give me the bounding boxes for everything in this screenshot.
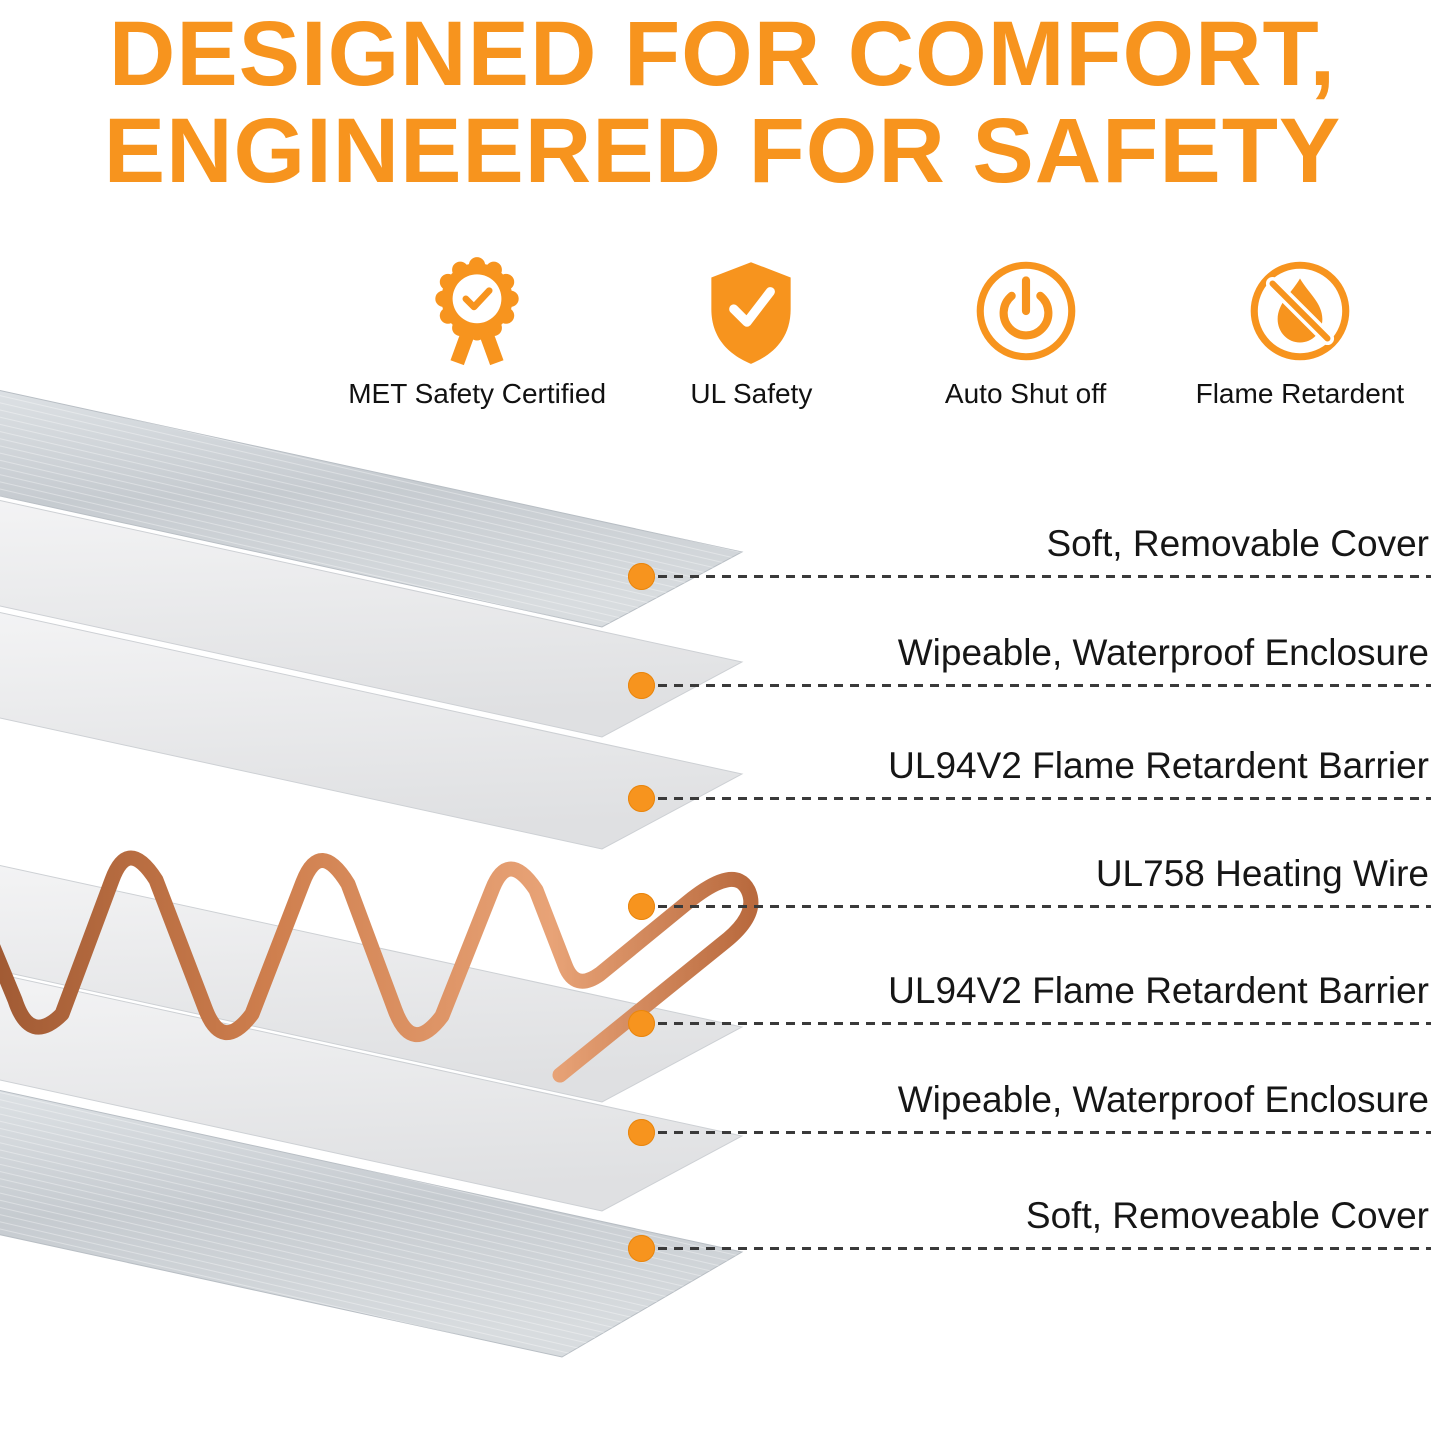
feature-auto-shutoff: Auto Shut off <box>889 250 1163 410</box>
callout-layer-5: UL94V2 Flame Retardent Barrier <box>628 963 1431 1037</box>
layer-sheet-enclosure-bottom <box>0 973 744 1212</box>
feature-label: Flame Retardent <box>1195 378 1405 409</box>
feature-label: MET Safety Certified <box>348 378 607 409</box>
callout-layer-1: Soft, Removable Cover <box>628 516 1431 590</box>
page-title: DESIGNED FOR COMFORT, ENGINEERED FOR SAF… <box>0 6 1445 199</box>
power-button-icon <box>976 261 1075 361</box>
layer-sheet-bottom-cover <box>0 1089 744 1358</box>
callout-layer-2: Wipeable, Waterproof Enclosure <box>628 625 1431 699</box>
layer-sheet-barrier-bottom <box>0 864 744 1103</box>
leader-line <box>642 797 1431 800</box>
headline-line-2: ENGINEERED FOR SAFETY <box>103 99 1342 202</box>
leader-dot <box>628 1119 655 1146</box>
feature-met-certified: MET Safety Certified <box>340 250 614 410</box>
safety-features-row: MET Safety Certified UL Safety Auto Shut… <box>340 250 1437 410</box>
layer-label: UL94V2 Flame Retardent Barrier <box>888 970 1429 1011</box>
leader-dot <box>628 672 655 699</box>
callout-layer-4: UL758 Heating Wire <box>628 846 1431 920</box>
layer-sheet-enclosure-top <box>0 499 744 738</box>
layer-sheet-top-cover <box>0 389 744 628</box>
leader-line <box>642 1131 1431 1134</box>
layer-label: Wipeable, Waterproof Enclosure <box>897 632 1429 673</box>
leader-dot <box>628 893 655 920</box>
leader-line <box>642 575 1431 578</box>
heating-wire <box>0 850 759 1083</box>
leader-dot <box>628 1235 655 1262</box>
no-flame-icon <box>1250 261 1350 361</box>
leader-dot <box>628 1010 655 1037</box>
layer-sheet-barrier-top <box>0 611 744 850</box>
layer-label: UL94V2 Flame Retardent Barrier <box>888 745 1429 786</box>
callout-layer-6: Wipeable, Waterproof Enclosure <box>628 1072 1431 1146</box>
layer-label: UL758 Heating Wire <box>1095 853 1429 894</box>
leader-line <box>642 905 1431 908</box>
shield-check-icon <box>711 262 792 364</box>
feature-label: Auto Shut off <box>944 378 1107 409</box>
layer-label: Soft, Removable Cover <box>1046 523 1429 564</box>
leader-line <box>642 1247 1431 1250</box>
feature-flame-retardent: Flame Retardent <box>1163 250 1437 410</box>
layer-label: Soft, Removeable Cover <box>1025 1195 1429 1236</box>
feature-ul-safety: UL Safety <box>614 250 888 410</box>
leader-line <box>642 684 1431 687</box>
callout-layer-3: UL94V2 Flame Retardent Barrier <box>628 738 1431 812</box>
leader-line <box>642 1022 1431 1025</box>
leader-dot <box>628 563 655 590</box>
headline-line-1: DESIGNED FOR COMFORT, <box>108 3 1337 105</box>
met-certified-badge-icon <box>435 257 519 366</box>
callout-layer-7: Soft, Removeable Cover <box>628 1188 1431 1262</box>
layer-label: Wipeable, Waterproof Enclosure <box>897 1079 1429 1120</box>
leader-dot <box>628 785 655 812</box>
feature-label: UL Safety <box>690 378 813 409</box>
